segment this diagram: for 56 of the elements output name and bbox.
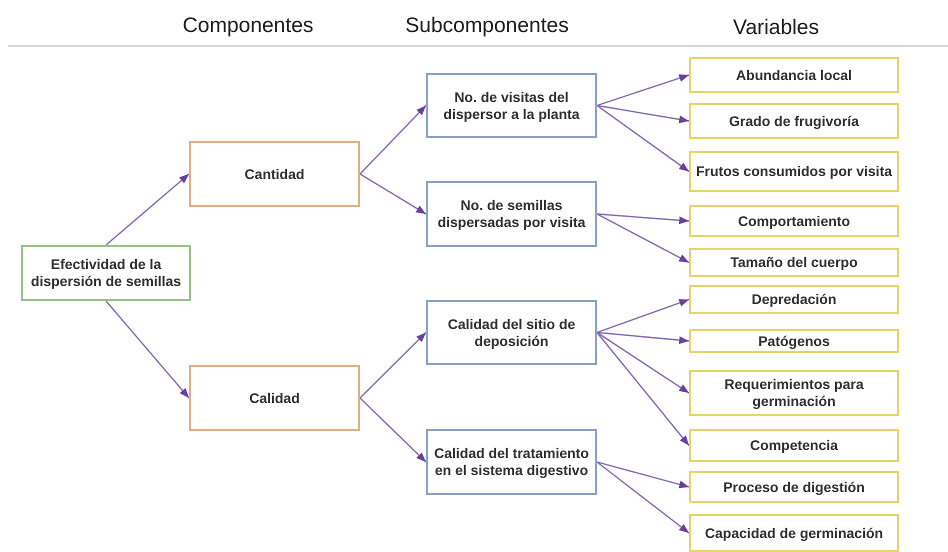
text-box [689,471,899,503]
node-label: No. de visitas del dispersor a la planta [442,88,581,122]
node-label: Competencia [749,437,839,454]
text-box [689,57,899,93]
text-box [21,245,191,301]
arrow [596,298,690,334]
column-heading: Variables [733,16,819,40]
text-box [689,103,899,139]
node-label: Frutos consumidos por visita [694,163,894,180]
node-label: Proceso de digestión [722,478,866,496]
node-label: Patógenos [757,332,831,350]
arrow [596,213,690,264]
arrow [596,104,690,124]
text-box [189,141,360,207]
text-box [426,73,597,138]
text-box [426,429,597,495]
arrow [596,332,690,344]
node-label: Efectividad de la dispersión de semillas [30,256,182,290]
arrow [360,332,426,398]
node-label: Comportamiento [737,212,851,230]
node-label: Tamaño del cuerpo [729,254,859,271]
text-box [189,365,360,431]
node-label: Abundancia local [735,66,853,84]
arrow [596,461,690,534]
node-label: Calidad [248,390,301,406]
arrow [596,332,690,394]
arrow [596,213,690,224]
arrow [596,104,690,172]
node-label: No. de semillas dispersadas por visita [436,197,586,231]
node-label: Grado de frugivoría [728,112,860,130]
arrow [596,332,690,446]
column-heading: Subcomponentes [405,14,569,38]
node-label: Depredación [750,291,838,308]
text-box [426,181,597,247]
arrow [596,461,690,488]
node-label: Calidad del sitio de deposición [446,316,576,350]
node-label: Capacidad de germinación [704,524,884,542]
text-box [426,300,597,365]
arrow [360,398,426,462]
node-label: Requerimientos para germinación [723,376,865,410]
text-box [689,205,899,237]
node-label: Calidad del tratamiento en el sistema digestivo [433,445,590,479]
text-box [689,285,899,314]
arrow [105,300,190,398]
arrow [360,173,426,215]
text-box [689,514,899,552]
arrow [596,74,690,106]
text-box [689,429,899,462]
text-box [689,248,899,277]
node-label: Cantidad [244,166,306,182]
arrow [360,105,426,174]
arrow [106,173,190,246]
text-box [689,151,899,192]
text-box [689,329,899,353]
column-heading: Componentes [182,14,314,38]
text-box [689,370,899,416]
